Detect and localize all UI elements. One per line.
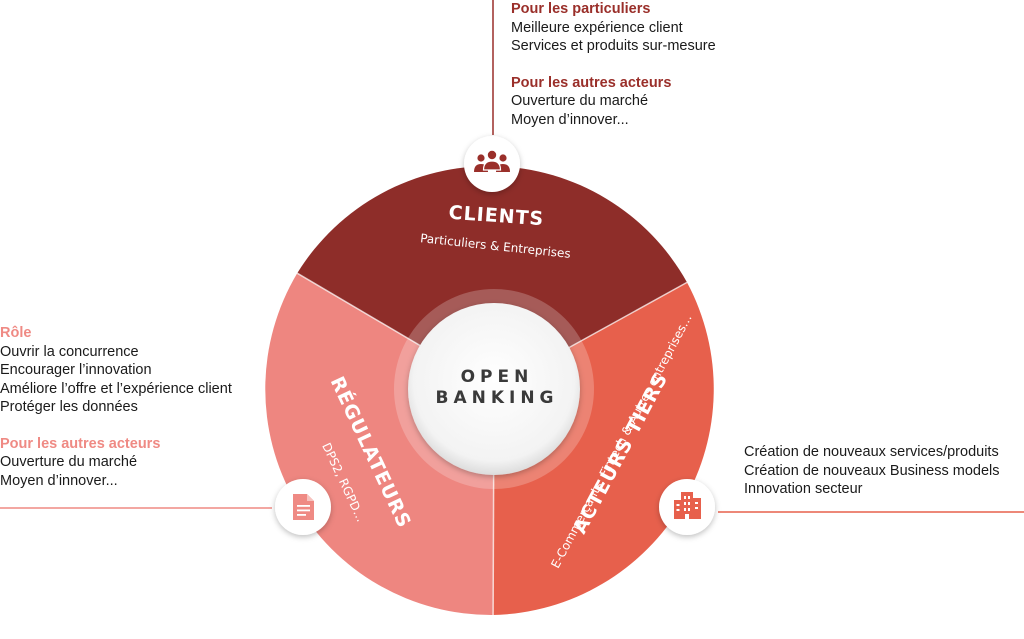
- building-icon: [659, 479, 715, 535]
- right-line: Innovation secteur: [744, 481, 863, 497]
- people-icon: [464, 136, 520, 192]
- top-heading-autres-acteurs: Pour les autres acteurs: [511, 74, 672, 91]
- document-icon: [275, 479, 331, 535]
- left-heading-role: Rôle: [0, 325, 32, 341]
- segment-clients: [297, 166, 687, 389]
- top-line: Moyen d’innover...: [511, 111, 629, 128]
- center-line1: OPEN: [461, 367, 534, 387]
- left-line: Moyen d’innover...: [0, 472, 118, 489]
- left-line: Protéger les données: [0, 399, 138, 415]
- left-line: Ouvrir la concurrence: [0, 343, 139, 360]
- left-heading-autres-acteurs: Pour les autres acteurs: [0, 435, 161, 452]
- left-text-block: Rôle Ouvrir la concurrence Encourager l’…: [0, 324, 232, 490]
- top-line: Services et produits sur-mesure: [511, 38, 716, 54]
- top-line: Ouverture du marché: [511, 93, 649, 109]
- right-line: Création de nouveaux Business models: [744, 462, 1000, 479]
- top-text-block: Pour les particuliers Meilleure expérien…: [511, 0, 716, 129]
- right-line: Création de nouveaux services/produits: [744, 444, 999, 460]
- right-text-block: Création de nouveaux services/produits C…: [744, 443, 1000, 499]
- left-line: Ouverture du marché: [0, 454, 138, 470]
- center-circle: [408, 303, 580, 475]
- center-line2: BANKING: [435, 388, 558, 408]
- left-line: Encourager l’innovation: [0, 362, 152, 378]
- top-line: Meilleure expérience client: [511, 19, 683, 36]
- top-heading-particuliers: Pour les particuliers: [511, 1, 651, 17]
- left-line: Améliore l’offre et l’expérience client: [0, 380, 232, 397]
